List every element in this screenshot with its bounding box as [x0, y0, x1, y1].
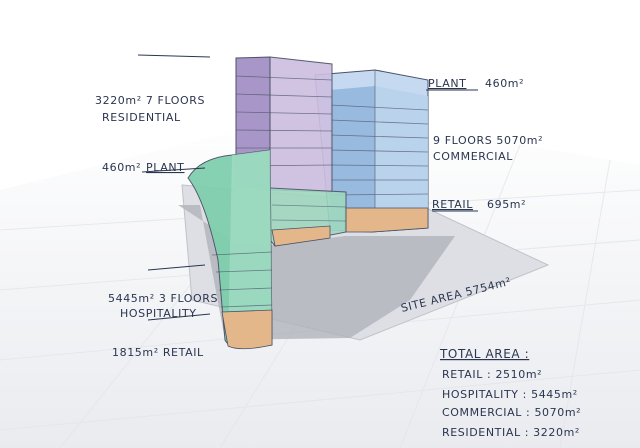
- totals-retail: RETAIL : 2510m²: [442, 368, 542, 381]
- leader-lines: [137, 54, 478, 321]
- label-plant-left-area: 460m²: [102, 161, 141, 174]
- totals-heading: TOTAL AREA :: [439, 347, 529, 361]
- totals-residential: RESIDENTIAL : 3220m²: [442, 426, 580, 439]
- podium-block: [269, 187, 347, 247]
- label-plant-right-area: 460m²: [485, 77, 524, 90]
- residential-tower: [235, 56, 333, 193]
- label-plant-left-name: PLANT: [146, 161, 185, 174]
- hospitality-wing: [187, 149, 273, 350]
- totals-block: TOTAL AREA : RETAIL : 2510m² HOSPITALITY…: [439, 347, 581, 439]
- label-hospitality-floors: 5445m² 3 FLOORS: [108, 292, 218, 305]
- label-commercial-name: COMMERCIAL: [433, 150, 513, 163]
- label-plant-right-name: PLANT: [428, 77, 467, 90]
- totals-commercial: COMMERCIAL : 5070m²: [442, 406, 581, 419]
- label-retail-right-name: RETAIL: [432, 198, 473, 211]
- label-retail-left: 1815m² RETAIL: [112, 346, 204, 359]
- label-commercial-floors: 9 FLOORS 5070m²: [433, 134, 543, 147]
- label-residential-area: 3220m² 7 FLOORS: [95, 94, 205, 107]
- label-residential-name: RESIDENTIAL: [102, 111, 181, 124]
- label-hospitality-name: HOSPITALITY: [120, 307, 197, 320]
- label-retail-right-area: 695m²: [487, 198, 526, 211]
- totals-hospitality: HOSPITALITY : 5445m²: [442, 388, 578, 401]
